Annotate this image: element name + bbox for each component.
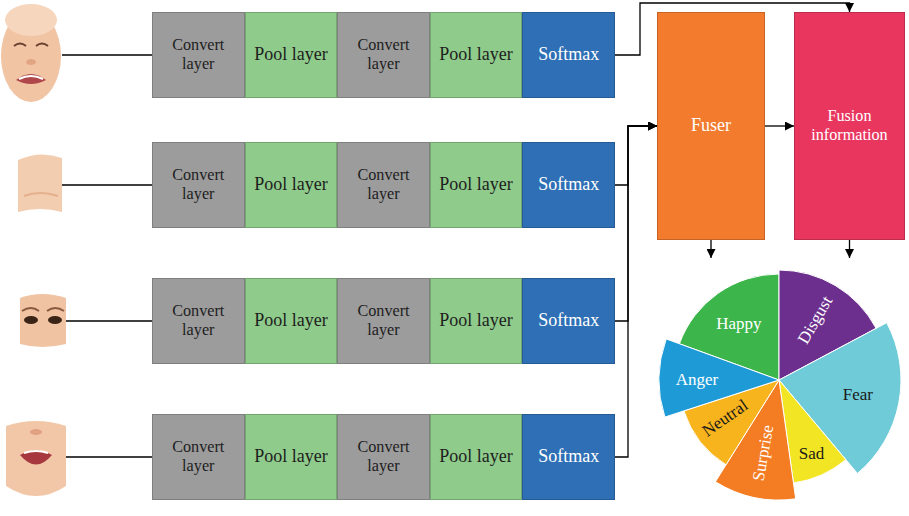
softmax-box: Softmax: [522, 278, 615, 364]
pool-layer-box: Pool layer: [430, 278, 523, 364]
fusion-information-box: Fusion information: [794, 12, 905, 240]
box-label: Pool layer: [435, 446, 517, 468]
box-label: Pool layer: [435, 174, 517, 196]
input-line: [66, 456, 152, 457]
convert-layer-box: Convert layer: [152, 414, 245, 500]
baby-face: [1, 4, 61, 102]
softmax-box: Softmax: [522, 414, 615, 500]
box-label: Convert layer: [153, 438, 244, 477]
box-label: Softmax: [534, 174, 603, 196]
convert-layer-box: Convert layer: [337, 414, 430, 500]
box-label: Pool layer: [250, 446, 332, 468]
emotion-label: Fear: [843, 385, 873, 402]
box-label: Convert layer: [338, 36, 429, 75]
softmax-box: Softmax: [522, 142, 615, 228]
box-label: Pool layer: [250, 174, 332, 196]
box-label: Pool layer: [435, 44, 517, 66]
box-label: Softmax: [534, 44, 603, 66]
arrow-connector: [615, 126, 657, 185]
box-label: Fusion information: [795, 107, 904, 146]
emotion-label: Anger: [676, 370, 718, 387]
box-label: Convert layer: [153, 166, 244, 205]
pool-layer-box: Pool layer: [245, 414, 338, 500]
input-line: [62, 184, 152, 185]
box-label: Convert layer: [338, 438, 429, 477]
arrow-connector: [849, 240, 850, 258]
box-label: Softmax: [534, 310, 603, 332]
box-label: Convert layer: [153, 302, 244, 341]
box-label: Convert layer: [338, 166, 429, 205]
convert-layer-box: Convert layer: [337, 278, 430, 364]
emotion-label: Sad: [799, 445, 825, 462]
convert-layer-box: Convert layer: [152, 278, 245, 364]
pool-layer-box: Pool layer: [430, 414, 523, 500]
arrow-connector: [615, 126, 657, 321]
pool-layer-box: Pool layer: [245, 278, 338, 364]
pool-layer-box: Pool layer: [430, 142, 523, 228]
arrow-connector: [710, 240, 711, 258]
eyes-crop: [20, 294, 66, 347]
box-label: Softmax: [534, 446, 603, 468]
box-label: Convert layer: [153, 36, 244, 75]
convert-layer-box: Convert layer: [152, 142, 245, 228]
pie-slice: [659, 339, 779, 417]
arrow-connector: [615, 126, 657, 457]
mouth-crop: [6, 421, 66, 496]
forehead-crop: [18, 154, 62, 212]
convert-layer-box: Convert layer: [337, 142, 430, 228]
convert-layer-box: Convert layer: [337, 12, 430, 98]
softmax-box: Softmax: [522, 12, 615, 98]
emotion-label: Happy: [716, 314, 761, 331]
input-line: [62, 54, 152, 55]
box-label: Pool layer: [250, 44, 332, 66]
arrow-connector: [765, 125, 794, 126]
convert-layer-box: Convert layer: [152, 12, 245, 98]
box-label: Pool layer: [250, 310, 332, 332]
fuser-box: Fuser: [657, 12, 765, 240]
pool-layer-box: Pool layer: [430, 12, 523, 98]
pool-layer-box: Pool layer: [245, 142, 338, 228]
emotion-pie: HappyDisgustFearSadSurpriseNeutralAnger: [656, 258, 902, 504]
box-label: Pool layer: [435, 310, 517, 332]
box-label: Fuser: [687, 115, 735, 137]
box-label: Convert layer: [338, 302, 429, 341]
input-line: [66, 320, 152, 321]
pool-layer-box: Pool layer: [245, 12, 338, 98]
